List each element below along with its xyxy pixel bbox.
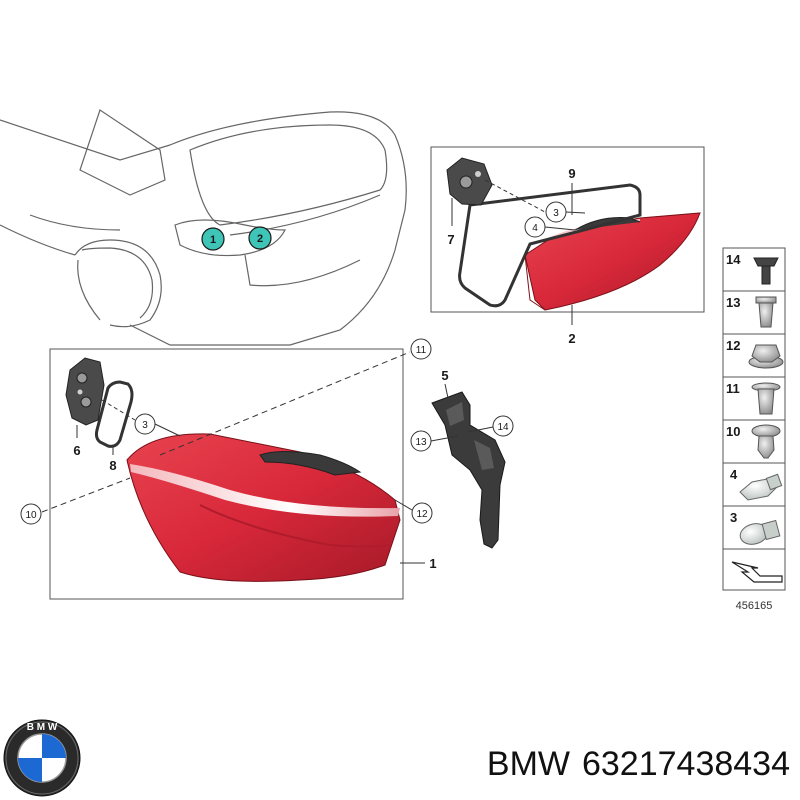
callout-11: 11 [410, 338, 432, 360]
car-callout-2-text: 2 [257, 233, 263, 245]
diagram-number: 456165 [736, 600, 773, 612]
part-4-cell: 4 [730, 467, 783, 501]
svg-text:3: 3 [553, 208, 559, 219]
inner-lamp-bulb-carrier [446, 157, 493, 206]
caption-brand: BMW [486, 745, 570, 783]
car-rear-outline [0, 109, 407, 346]
svg-text:14: 14 [726, 252, 741, 267]
svg-text:14: 14 [497, 422, 509, 433]
car-callout-1-text: 1 [210, 234, 216, 246]
svg-text:10: 10 [726, 424, 740, 439]
label-7: 7 [447, 232, 454, 247]
svg-text:10: 10 [25, 510, 37, 521]
svg-text:13: 13 [726, 295, 740, 310]
svg-text:11: 11 [726, 381, 740, 396]
part-11-cell: 11 [726, 381, 781, 415]
label-6: 6 [73, 443, 80, 458]
bmw-logo: B M W [3, 719, 81, 797]
inner-lamp-gasket [458, 183, 642, 308]
part-13-cell: 13 [726, 295, 777, 328]
mounting-bracket [431, 391, 506, 549]
svg-text:12: 12 [726, 338, 740, 353]
label-9: 9 [568, 166, 575, 181]
part-12-cell: 12 [726, 338, 784, 369]
outer-lamp-bulb-carrier [65, 357, 105, 426]
svg-text:4: 4 [730, 467, 738, 482]
label-2: 2 [568, 331, 575, 346]
part-10-cell: 10 [726, 424, 781, 459]
car-callout-2: 2 [248, 226, 272, 250]
svg-text:11: 11 [416, 345, 427, 356]
callout-3-bottom: 3 [134, 413, 156, 435]
view-arrow-cell [731, 561, 783, 583]
svg-text:3: 3 [730, 510, 737, 525]
callout-13-bracket: 13 [410, 430, 432, 452]
callout-4-top: 4 [524, 216, 546, 238]
part-14-cell: 14 [726, 252, 779, 285]
label-1: 1 [429, 556, 436, 571]
callout-3-top: 3 [545, 201, 567, 223]
outer-lamp-gasket [94, 380, 134, 448]
label-8: 8 [109, 458, 116, 473]
part-caption: BMW 63217438434 [410, 740, 790, 788]
callout-12: 12 [411, 502, 433, 524]
callout-14-bracket: 14 [492, 415, 514, 437]
label-5: 5 [441, 368, 448, 383]
outer-lamp-housing [126, 433, 401, 582]
svg-text:12: 12 [416, 509, 428, 520]
inset-bottom-frame [49, 348, 404, 600]
svg-text:3: 3 [142, 420, 148, 431]
svg-text:13: 13 [415, 437, 427, 448]
part-3-cell: 3 [730, 510, 781, 545]
svg-text:4: 4 [532, 223, 538, 234]
caption-part-number: 63217438434 [581, 745, 790, 783]
callout-10: 10 [20, 503, 42, 525]
car-callout-1: 1 [201, 227, 225, 251]
inset-top-frame [430, 146, 705, 313]
bmw-logo-lettering: B M W [27, 722, 58, 733]
